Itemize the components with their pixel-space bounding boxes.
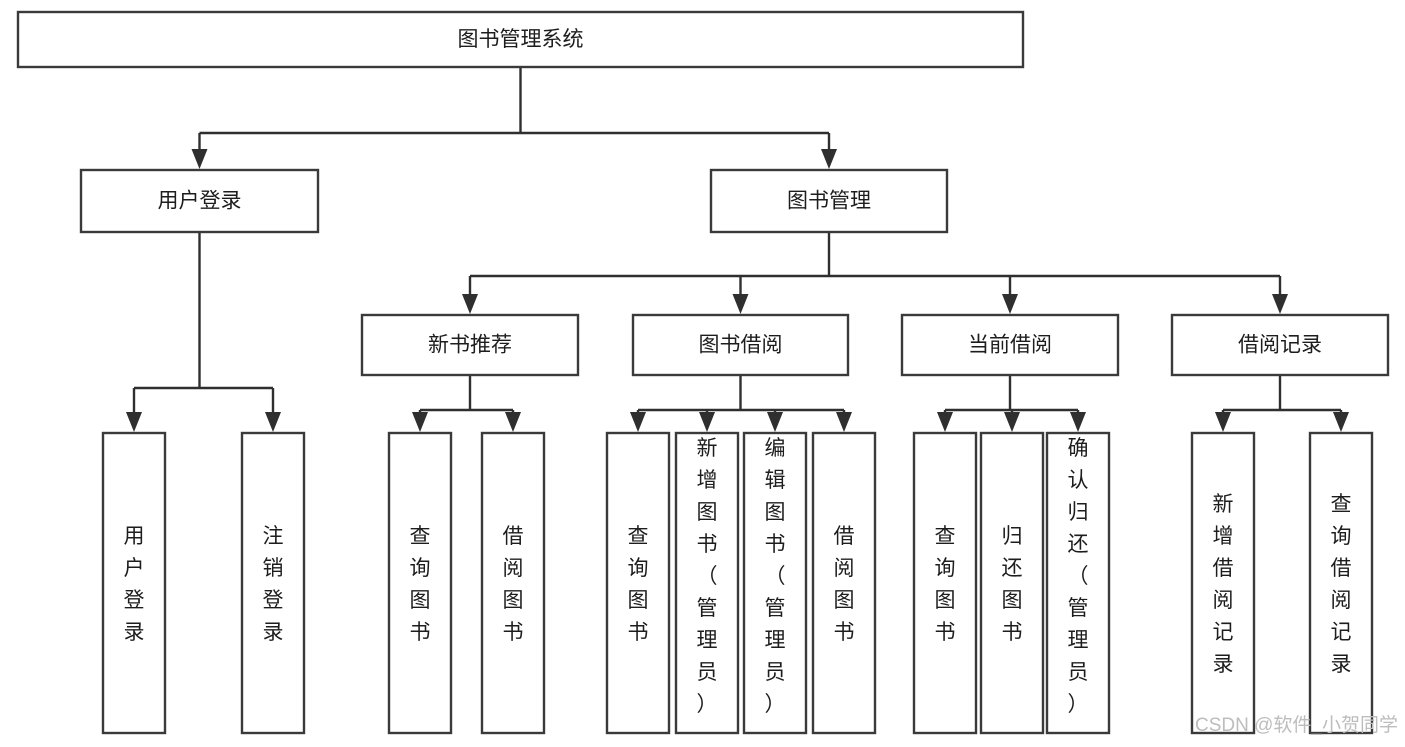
leaf-box [605, 431, 671, 735]
arrow-head-icon [462, 294, 478, 314]
node-box [709, 168, 949, 234]
node-label: 图书管理 [787, 190, 871, 213]
arrow-head-icon [505, 412, 521, 432]
leaf-node-查询图书-8[interactable]: 查询图书 [912, 431, 978, 735]
level2-node-图书管理[interactable]: 图书管理 [709, 168, 949, 234]
arrow-head-icon [630, 412, 646, 432]
leaf-label: 查询图书 [628, 525, 649, 644]
level3-node-借阅记录[interactable]: 借阅记录 [1170, 313, 1390, 377]
leaf-box [480, 431, 546, 735]
leaf-box [811, 431, 877, 735]
connector-layer [126, 67, 1349, 432]
arrow-head-icon [1215, 412, 1231, 432]
leaf-node-借阅图书-3[interactable]: 借阅图书 [480, 431, 546, 735]
leaf-box [1308, 431, 1374, 735]
arrow-head-icon [265, 412, 281, 432]
leaf-node-确认归还管理员-10[interactable]: 确认归还（管理员） [1045, 431, 1111, 735]
arrow-head-icon [1070, 412, 1086, 432]
level3-node-新书推荐[interactable]: 新书推荐 [360, 313, 580, 377]
leaf-box [240, 431, 306, 735]
node-label: 新书推荐 [428, 334, 512, 357]
arrow-head-icon [836, 412, 852, 432]
leaf-node-归还图书-9[interactable]: 归还图书 [979, 431, 1045, 735]
leaf-node-新增借阅记录-11[interactable]: 新增借阅记录 [1190, 431, 1256, 735]
leaf-label: 新增借阅记录 [1213, 493, 1234, 676]
arrow-head-icon [191, 149, 208, 169]
node-box [900, 313, 1120, 377]
leaf-node-查询图书-2[interactable]: 查询图书 [387, 431, 453, 735]
leaf-box [1190, 431, 1256, 735]
arrow-head-icon [699, 412, 715, 432]
node-label: 用户登录 [158, 190, 242, 213]
node-label: 借阅记录 [1238, 334, 1322, 357]
node-box [360, 313, 580, 377]
leaf-node-注销登录-1[interactable]: 注销登录 [240, 431, 306, 735]
node-label: 图书借阅 [699, 334, 783, 357]
node-box [16, 10, 1025, 69]
leaf-box [979, 431, 1045, 735]
arrow-head-icon [1272, 294, 1288, 314]
csdn-watermark: CSDN @软件_小贺同学 [1195, 714, 1398, 736]
leaf-box [674, 431, 740, 735]
arrow-head-icon [1004, 412, 1020, 432]
leaf-label: 查询图书 [935, 525, 956, 644]
node-box [1170, 313, 1390, 377]
arrow-head-icon [412, 412, 428, 432]
leaf-node-借阅图书-7[interactable]: 借阅图书 [811, 431, 877, 735]
leaf-label: 用户登录 [124, 525, 145, 644]
leaf-node-查询借阅记录-12[interactable]: 查询借阅记录 [1308, 431, 1374, 735]
leaf-label: 借阅图书 [503, 525, 524, 644]
level3-node-当前借阅[interactable]: 当前借阅 [900, 313, 1120, 377]
leaf-box [742, 431, 808, 735]
arrow-head-icon [1333, 412, 1349, 432]
leaf-node-新增图书管理员-5[interactable]: 新增图书（管理员） [674, 431, 740, 735]
leaf-node-查询图书-4[interactable]: 查询图书 [605, 431, 671, 735]
leaf-label: 注销登录 [263, 525, 284, 644]
leaf-box [912, 431, 978, 735]
level2-node-用户登录[interactable]: 用户登录 [79, 168, 320, 234]
leaf-label: 编辑图书（管理员） [765, 437, 786, 716]
arrow-head-icon [767, 412, 783, 432]
node-label: 图书管理系统 [458, 28, 584, 51]
root-node-图书管理系统[interactable]: 图书管理系统 [16, 10, 1025, 69]
arrow-head-icon [732, 294, 749, 314]
leaf-node-用户登录-0[interactable]: 用户登录 [101, 431, 167, 735]
leaf-box [1045, 431, 1111, 735]
node-label: 当前借阅 [968, 334, 1052, 357]
node-box [631, 313, 850, 377]
node-layer: 图书管理系统用户登录图书管理新书推荐图书借阅当前借阅借阅记录用户登录注销登录查询… [16, 10, 1390, 735]
leaf-node-编辑图书管理员-6[interactable]: 编辑图书（管理员） [742, 431, 808, 735]
node-box [79, 168, 320, 234]
leaf-box [101, 431, 167, 735]
arrow-head-icon [126, 412, 142, 432]
level3-node-图书借阅[interactable]: 图书借阅 [631, 313, 850, 377]
arrow-head-icon [937, 412, 953, 432]
leaf-label: 查询借阅记录 [1331, 493, 1352, 676]
arrow-head-icon [821, 149, 837, 169]
leaf-label: 确认归还（管理员） [1068, 437, 1089, 716]
leaf-label: 新增图书（管理员） [697, 437, 718, 716]
arrow-head-icon [1002, 294, 1018, 314]
leaf-label: 借阅图书 [834, 525, 855, 644]
leaf-box [387, 431, 453, 735]
leaf-label: 查询图书 [410, 525, 431, 644]
leaf-label: 归还图书 [1002, 525, 1023, 644]
